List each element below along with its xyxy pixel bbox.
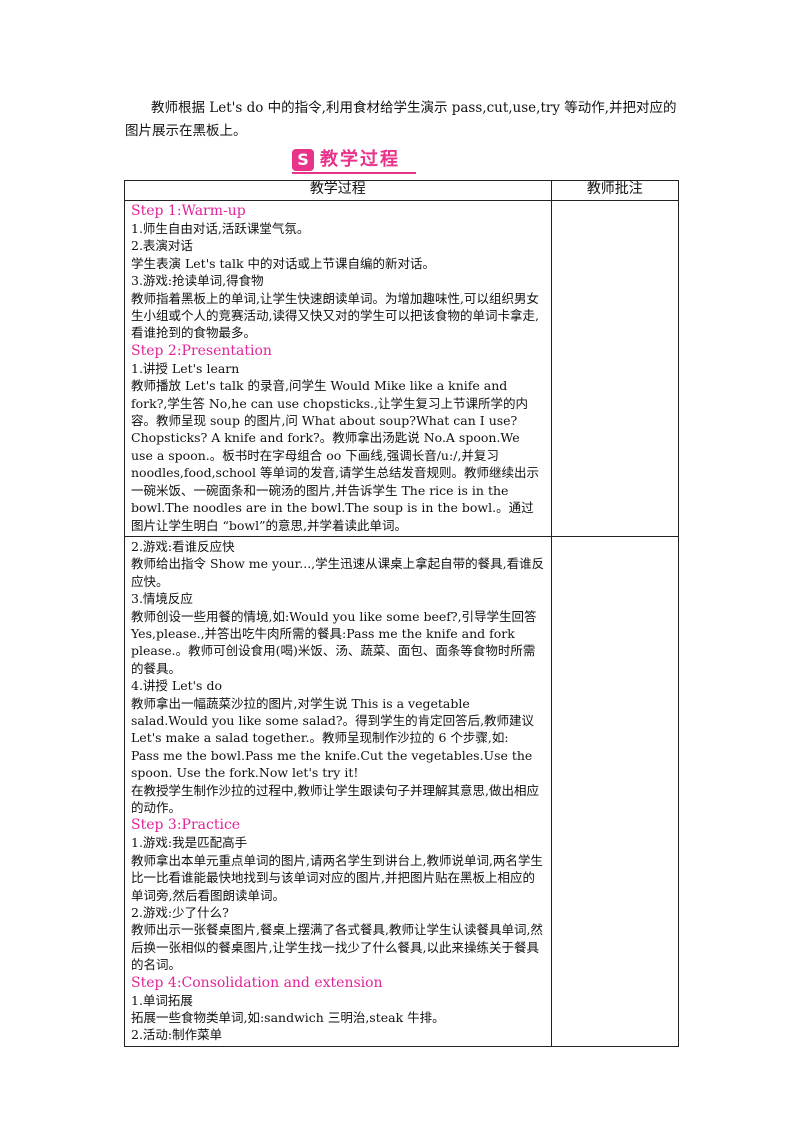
header-notes: 教师批注 [550,180,680,201]
lesson-text: 4.讲授 Let's do [131,678,222,694]
lesson-text: 在教授学生制作沙拉的过程中,教师让学生跟读句子并理解其意思,做出相应的动作。 [131,782,539,815]
lesson-text: 教师拿出本单元重点单词的图片,请两名学生到讲台上,教师说单词,两名学生比一比看谁… [131,852,543,903]
lesson-text: 2.表演对话 [131,238,193,254]
lesson-text: 1.单词拓展 [131,992,193,1008]
process-cell-1: Step 1:Warm-up 1.师生自由对话,活跃课堂气氛。 2.表演对话学生表演… [124,200,552,537]
lesson-text: 教师出示一张餐桌图片,餐桌上摆满了各式餐具,教师让学生认读餐具单词,然后换一张相… [131,922,543,973]
lesson-text: 3.游戏:抢读单词,得食物 [131,273,264,289]
lesson-text: 教师创设一些用餐的情境,如:Would you like some beef?,… [131,608,537,676]
notes-cell-1[interactable] [550,200,680,537]
intro-paragraph: 教师根据 Let's do 中的指令,利用食材给学生演示 pass,cut,us… [125,100,677,139]
lesson-text: 教师给出指令 Show me your...,学生迅速从课桌上拿起自带的餐具,看… [131,556,545,589]
lesson-text: 1.游戏:我是匹配高手 [131,835,248,851]
table-header-row: 教学过程 教师批注 [124,180,680,201]
lesson-text: 2.游戏:看谁反应快 [131,538,235,554]
section-underline [292,172,416,174]
lesson-text: 2.活动:制作菜单 [131,1027,223,1043]
notes-cell-2[interactable] [550,535,680,1047]
step-heading: Step 1:Warm-up [131,203,246,219]
table-row: Step 1:Warm-up 1.师生自由对话,活跃课堂气氛。 2.表演对话学生表演… [124,200,680,537]
lesson-text: 1.师生自由对话,活跃课堂气氛。 [131,221,310,236]
section-title: 教学过程 [320,149,400,170]
step-heading: Step 4:Consolidation and extension [131,974,383,991]
header-process: 教学过程 [124,180,552,201]
lesson-text: 拓展一些食物类单词,如:sandwich 三明治,steak 牛排。 [131,1010,445,1026]
lesson-text: 教师拿出一幅蔬菜沙拉的图片,对学生说 This is a vegetable s… [131,695,535,746]
lesson-text: 2.游戏:少了什么? [131,905,229,921]
lesson-text: 学生表演 Let's talk 中的对话或上节课自编的新对话。 [131,255,436,271]
lesson-text: 教师指着黑板上的单词,让学生快速朗读单词。为增加趣味性,可以组织男女生小组或个人… [131,290,539,341]
lesson-text: 教师播放 Let's talk 的录音,问学生 Would Mike like … [131,378,540,533]
lesson-table: 教学过程 教师批注 Step 1:Warm-up 1.师生自由对话,活跃课堂气氛。… [124,180,680,1047]
lesson-text: 1.讲授 Let's learn [131,360,240,376]
lesson-text: 3.情境反应 [131,591,193,607]
step-heading: Step 2:Presentation [131,342,272,359]
step-heading: Step 3:Practice [131,817,241,834]
section-logo-icon: S [292,149,314,171]
table-row: 2.游戏:看谁反应快教师给出指令 Show me your...,学生迅速从课桌… [124,535,680,1047]
lesson-text: Pass me the bowl.Pass me the knife.Cut t… [131,747,533,781]
process-cell-2: 2.游戏:看谁反应快教师给出指令 Show me your...,学生迅速从课桌… [124,535,552,1047]
section-banner: S 教学过程 [292,148,416,174]
